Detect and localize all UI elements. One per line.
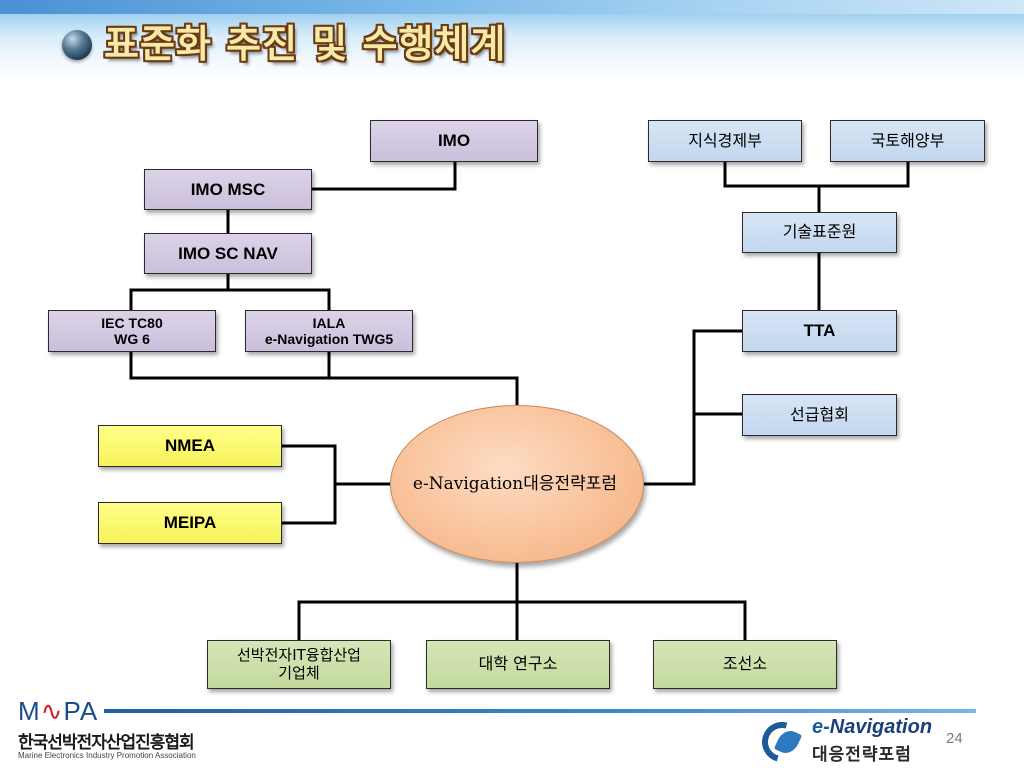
node-nmea: NMEA [98, 425, 282, 467]
link-ministries-kats [723, 162, 910, 212]
node-meipa: MEIPA [98, 502, 282, 544]
node-ship-register: 선급협회 [742, 394, 897, 436]
header-band [0, 0, 1024, 80]
enavigation-forum-logo: e-Navigation 대응전략포럼 [754, 714, 942, 768]
footer-divider [104, 709, 976, 713]
node-kats: 기술표준원 [742, 212, 897, 253]
forum-logo-korean: 대응전략포럼 [812, 745, 912, 765]
header-swoosh [0, 0, 1024, 14]
node-it-fusion-companies: 선박전자IT융합산업 기업체 [207, 640, 391, 689]
node-imo: IMO [370, 120, 538, 162]
center-forum-ellipse: e-Navigation대응전략포럼 [390, 405, 644, 563]
node-iec-tc80: IEC TC80 WG 6 [48, 310, 216, 352]
node-iala: IALA e-Navigation TWG5 [245, 310, 413, 352]
center-forum-label: e-Navigation대응전략포럼 [412, 473, 618, 494]
node-ministry-knowledge-economy: 지식경제부 [648, 120, 802, 162]
node-tta: TTA [742, 310, 897, 352]
node-imo-sc-nav: IMO SC NAV [144, 233, 312, 274]
forum-logo-english: e-Navigation [812, 716, 933, 738]
node-imo-msc: IMO MSC [144, 169, 312, 210]
page-number: 24 [946, 730, 963, 747]
node-universities: 대학 연구소 [426, 640, 610, 689]
meipa-logo-korean: 한국선박전자산업진흥협회 [18, 733, 195, 753]
link-nmea-meipa-center [282, 444, 390, 525]
link-scnav-groups [129, 274, 331, 310]
link-center-bottom [297, 563, 747, 640]
meipa-logo-mark: M∿PA [18, 696, 99, 726]
link-center-tta-ship [644, 329, 742, 486]
node-ministry-land-maritime: 국토해양부 [830, 120, 985, 162]
title-bullet-icon [62, 30, 92, 60]
link-imo-msc [312, 162, 457, 191]
link-groups-center [129, 352, 519, 405]
meipa-logo-english: Marine Electronics Industry Promotion As… [18, 751, 196, 760]
node-shipyards: 조선소 [653, 640, 837, 689]
meipa-logo: M∿PA 한국선박전자산업진흥협회 Marine Electronics Ind… [18, 692, 218, 766]
page-title: 표준화 추진 및 수행체계 [104, 22, 507, 66]
